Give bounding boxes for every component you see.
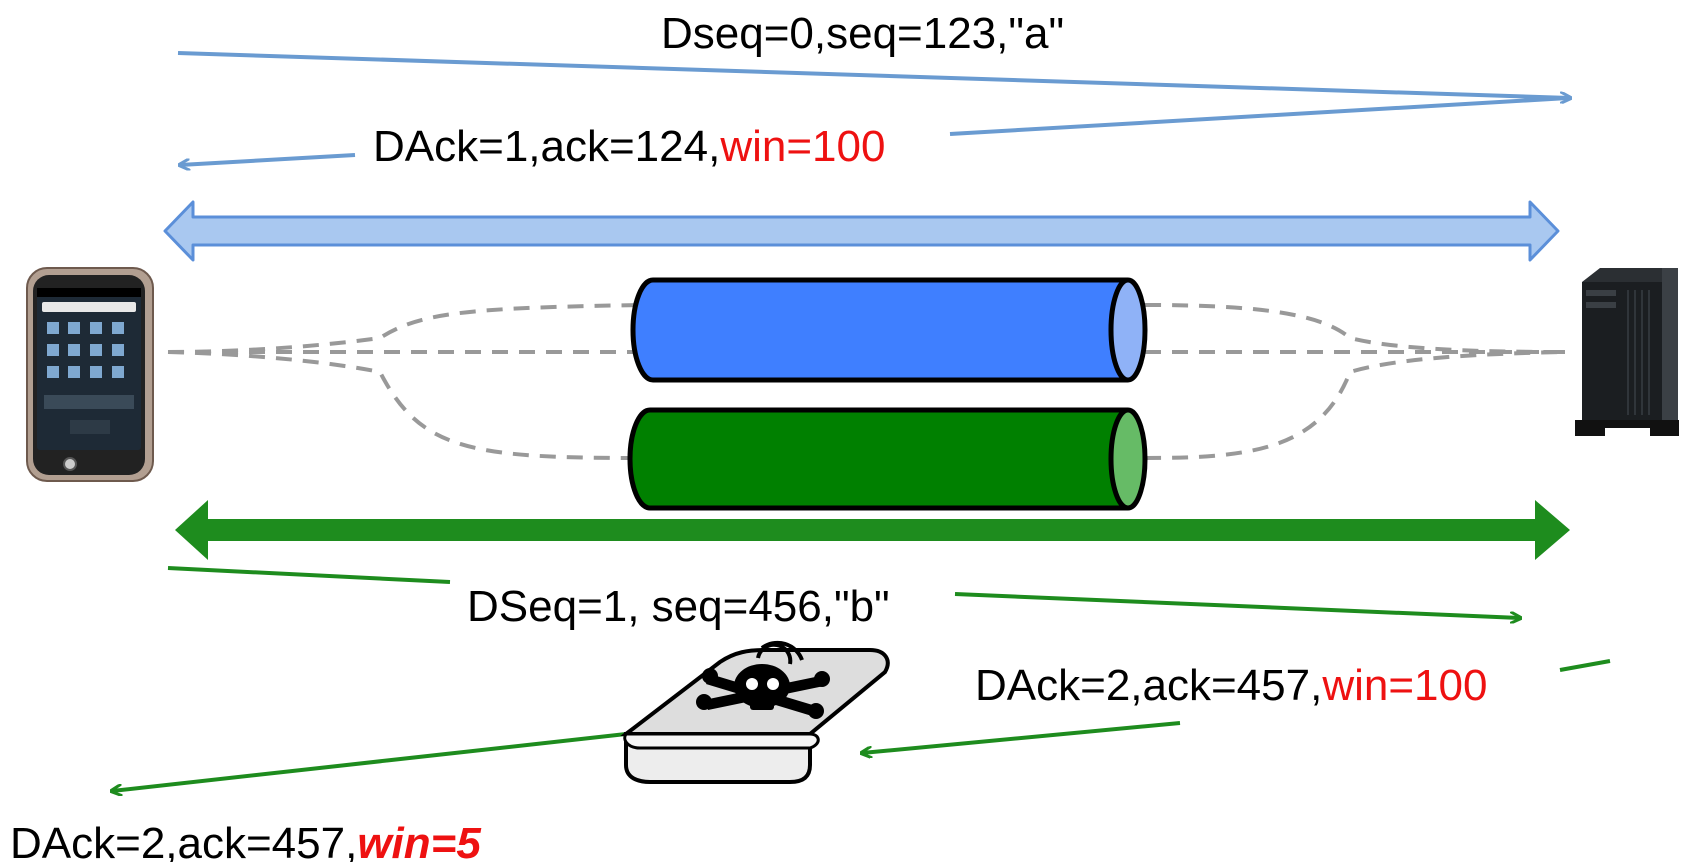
modified-ack-window: win=5 <box>357 819 481 862</box>
modified-ack-arrow-to-client <box>112 732 627 791</box>
ack-return-line <box>949 96 1569 136</box>
green-tube-cap <box>1108 407 1148 511</box>
top-data-label: Dseq=0,seq=123,"a" <box>661 9 1064 58</box>
blue-connection-band <box>163 200 1560 262</box>
bottom-data-label: DSeq=1, seq=456,"b" <box>467 582 890 631</box>
tower-server-icon <box>1575 268 1679 436</box>
top-ack-window: win=100 <box>719 122 885 171</box>
green-ack-line-right <box>1559 659 1611 672</box>
green-ack-arrow-to-middlebox <box>862 721 1181 753</box>
middle-ack-window: win=100 <box>1321 661 1487 710</box>
green-subflow-tube <box>627 407 1148 511</box>
ack-arrow-to-client <box>180 153 356 165</box>
green-data-arrow-to-server <box>954 592 1520 618</box>
blue-subflow-tube <box>630 277 1148 383</box>
blue-tube-cap <box>1108 277 1148 383</box>
smartphone-icon <box>26 267 154 482</box>
top-ack-label: DAck=1,ack=124,win=100 <box>373 122 885 171</box>
green-data-line-left <box>167 566 451 584</box>
subflow-dashed-paths <box>167 303 1566 460</box>
middle-ack-label: DAck=2,ack=457,win=100 <box>975 661 1487 710</box>
data-arrow-to-server <box>177 51 1570 98</box>
middlebox-skull-icon <box>620 640 890 784</box>
green-connection-arrow <box>175 500 1570 560</box>
modified-ack-label: DAck=2,ack=457,win=5 <box>10 819 481 862</box>
